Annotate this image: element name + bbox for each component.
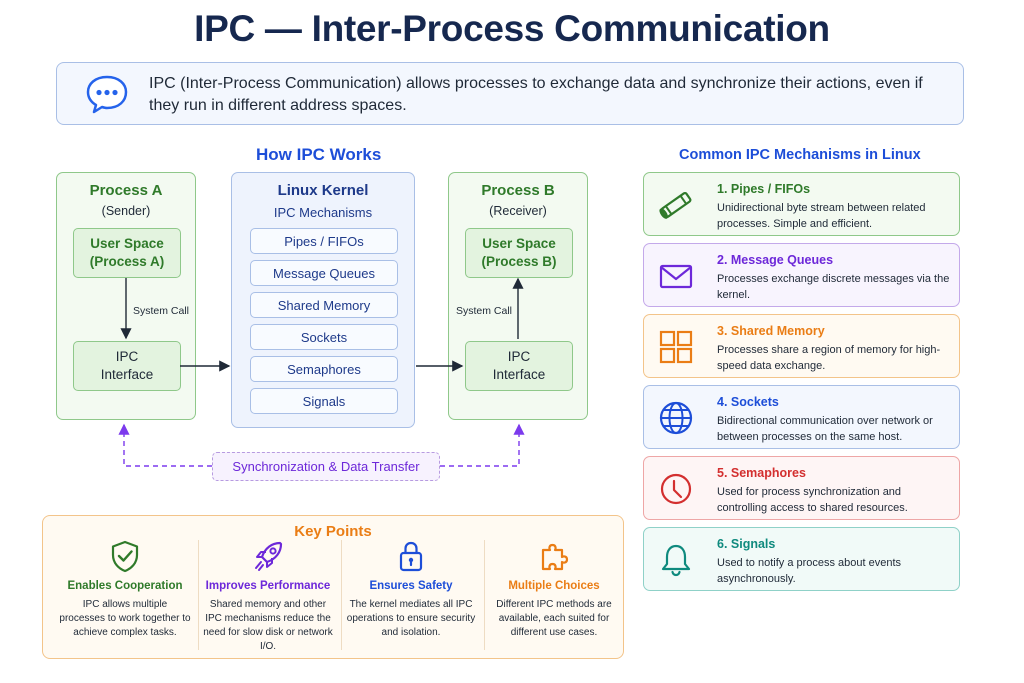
key-point-name: Enables Cooperation <box>67 580 183 592</box>
kernel-mechanism-signals: Signals <box>250 388 398 414</box>
mechanism-card-semaphores: 5. Semaphores Used for process synchroni… <box>643 456 960 520</box>
key-point-name: Improves Performance <box>205 580 331 592</box>
process-b-box: Process B (Receiver) User Space (Process… <box>448 172 588 420</box>
process-a-ipc-interface: IPC Interface <box>73 341 181 391</box>
mechanism-desc: Used to notify a process about events as… <box>717 557 902 585</box>
key-point-text: Different IPC methods are available, eac… <box>496 599 612 638</box>
key-point-divider <box>484 540 485 650</box>
key-points-panel: Key Points Enables Cooperation IPC allow… <box>42 515 624 659</box>
process-b-user-space: User Space (Process B) <box>465 228 573 278</box>
clock-icon <box>660 473 692 505</box>
speech-bubble-icon <box>86 75 128 114</box>
kernel-mechanism-semaphores: Semaphores <box>250 356 398 382</box>
process-b-title: Process B <box>481 182 555 199</box>
lock-icon <box>399 541 423 572</box>
mechanism-desc: Used for process synchronization and con… <box>717 486 908 514</box>
rocket-icon <box>255 541 283 571</box>
mechanism-name: 4. Sockets <box>717 395 779 409</box>
key-points-title: Key Points <box>294 523 372 540</box>
interface-label: Interface <box>100 367 154 382</box>
process-a-title: Process A <box>89 182 163 199</box>
process-a-role: (Sender) <box>101 204 151 218</box>
intro-banner: IPC (Inter-Process Communication) allows… <box>56 62 964 125</box>
mechanisms-heading: Common IPC Mechanisms in Linux <box>679 147 921 163</box>
mechanism-card-pipes: 1. Pipes / FIFOs Unidirectional byte str… <box>643 172 960 236</box>
kernel-mechanism-shared-memory: Shared Memory <box>250 292 398 318</box>
mechanism-name: 6. Signals <box>717 537 776 551</box>
mechanism-card-sockets: 4. Sockets Bidirectional communication o… <box>643 385 960 449</box>
page-title: IPC — Inter-Process Communication <box>194 8 830 49</box>
envelope-icon <box>659 264 693 289</box>
sync-dashed-left <box>118 423 212 467</box>
pipe-icon <box>659 191 692 219</box>
user-space-process-label: (Process A) <box>89 254 165 269</box>
grid-icon <box>659 330 693 364</box>
key-point-divider <box>341 540 342 650</box>
key-point-safety: Ensures Safety The kernel mediates all I… <box>341 538 481 656</box>
process-b-role: (Receiver) <box>489 204 547 218</box>
user-space-process-label: (Process B) <box>481 254 557 269</box>
user-space-label: User Space <box>482 236 556 251</box>
ipc-label: IPC <box>507 349 531 364</box>
key-point-text: IPC allows multiple processes to work to… <box>59 599 191 638</box>
key-point-performance: Improves Performance Shared memory and o… <box>198 538 338 656</box>
mechanism-name: 1. Pipes / FIFOs <box>717 182 811 196</box>
bell-icon <box>661 544 691 577</box>
puzzle-piece-icon <box>541 543 569 571</box>
mechanism-name: 2. Message Queues <box>717 253 834 267</box>
key-point-divider <box>198 540 199 650</box>
intro-text: IPC (Inter-Process Communication) allows… <box>149 75 923 114</box>
mechanism-desc: Processes share a region of memory for h… <box>717 344 941 372</box>
kernel-subtitle: IPC Mechanisms <box>273 205 373 220</box>
how-ipc-works-heading: How IPC Works <box>256 145 382 164</box>
kernel-mechanism-message-queues: Message Queues <box>250 260 398 286</box>
key-point-text: Shared memory and other IPC mechanisms r… <box>203 599 333 652</box>
process-b-ipc-interface: IPC Interface <box>465 341 573 391</box>
ipc-label: IPC <box>115 349 139 364</box>
interface-label: Interface <box>492 367 546 382</box>
mechanism-name: 5. Semaphores <box>717 466 806 480</box>
mechanism-desc: Bidirectional communication over network… <box>717 415 933 443</box>
process-b-system-call-label: System Call <box>456 305 513 317</box>
linux-kernel-box: Linux Kernel IPC Mechanisms Pipes / FIFO… <box>231 172 415 428</box>
user-space-label: User Space <box>90 236 164 251</box>
kernel-mechanism-sockets: Sockets <box>250 324 398 350</box>
shield-check-icon <box>111 540 139 573</box>
mechanism-desc: Unidirectional byte stream between relat… <box>717 202 926 230</box>
kernel-title: Linux Kernel <box>277 182 369 199</box>
mechanism-name: 3. Shared Memory <box>717 324 825 338</box>
key-point-name: Ensures Safety <box>369 580 453 592</box>
mechanism-card-shared-memory: 3. Shared Memory Processes share a regio… <box>643 314 960 378</box>
sync-dashed-right <box>440 423 525 467</box>
key-point-cooperation: Enables Cooperation IPC allows multiple … <box>55 538 195 656</box>
sync-data-transfer-label: Synchronization & Data Transfer <box>212 452 440 481</box>
key-point-text: The kernel mediates all IPC operations t… <box>346 599 476 638</box>
mechanism-card-message-queues: 2. Message Queues Processes exchange dis… <box>643 243 960 307</box>
key-point-name: Multiple Choices <box>508 580 600 592</box>
globe-icon <box>659 401 693 435</box>
mechanism-desc: Processes exchange discrete messages via… <box>717 273 950 301</box>
process-a-user-space: User Space (Process A) <box>73 228 181 278</box>
key-point-choices: Multiple Choices Different IPC methods a… <box>484 538 624 656</box>
process-a-system-call-label: System Call <box>133 305 190 317</box>
mechanism-card-signals: 6. Signals Used to notify a process abou… <box>643 527 960 591</box>
kernel-mechanism-pipes: Pipes / FIFOs <box>250 228 398 254</box>
